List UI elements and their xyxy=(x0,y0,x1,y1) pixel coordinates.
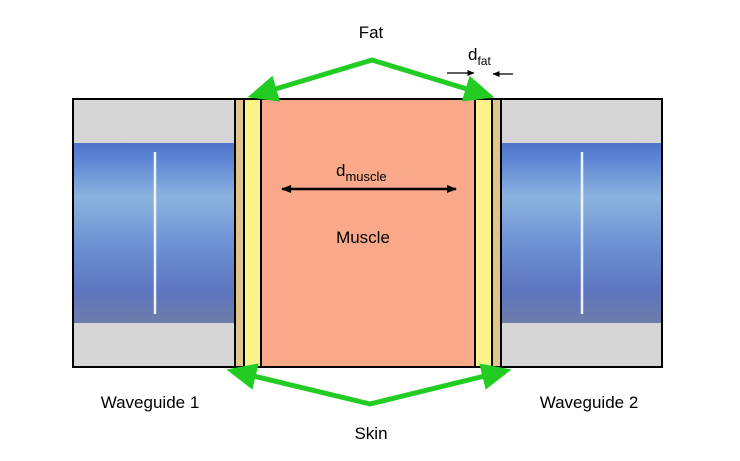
fat-layer-right xyxy=(492,99,501,367)
waveguide-2-label: Waveguide 2 xyxy=(540,393,639,412)
waveguide-1 xyxy=(73,99,235,367)
skin-layer-left xyxy=(244,99,261,367)
skin-pointer-arrows xyxy=(226,363,512,407)
d-muscle-label: dmuscle xyxy=(336,161,387,184)
skin-label: Skin xyxy=(354,424,387,443)
fat-pointer-arrows xyxy=(247,57,495,102)
muscle-layer xyxy=(261,99,475,367)
fat-label: Fat xyxy=(359,23,384,42)
d-fat-label: dfat xyxy=(468,45,491,68)
fat-layer-left xyxy=(235,99,244,367)
waveguide-1-label: Waveguide 1 xyxy=(101,393,200,412)
muscle-label: Muscle xyxy=(336,228,390,247)
skin-layer-right xyxy=(475,99,492,367)
waveguide-2 xyxy=(501,99,662,367)
